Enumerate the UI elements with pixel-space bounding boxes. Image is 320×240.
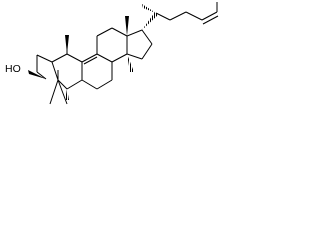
ring-a [36, 54, 59, 81]
side-chain-double-bond [202, 15, 219, 25]
side-chain [155, 2, 218, 21]
c14-hydrogen-hash [127, 54, 134, 72]
c20-methyl-hash [142, 4, 156, 13]
c10-methyl-wedge [65, 35, 69, 54]
hydroxyl-label: HO [5, 63, 21, 75]
ring-d [126, 29, 153, 60]
skeletal-structure: HO [5, 2, 219, 105]
c8-c9-double-bond [83, 56, 98, 65]
ring-b [51, 36, 113, 90]
c5-hydrogen-hash [65, 89, 69, 100]
c4-gem-dimethyl [49, 79, 68, 105]
ring-c [81, 27, 128, 80]
c17-sidechain-hash [142, 12, 158, 30]
c13-methyl-wedge [125, 16, 129, 36]
c3-hydroxyl-wedge [28, 70, 46, 79]
